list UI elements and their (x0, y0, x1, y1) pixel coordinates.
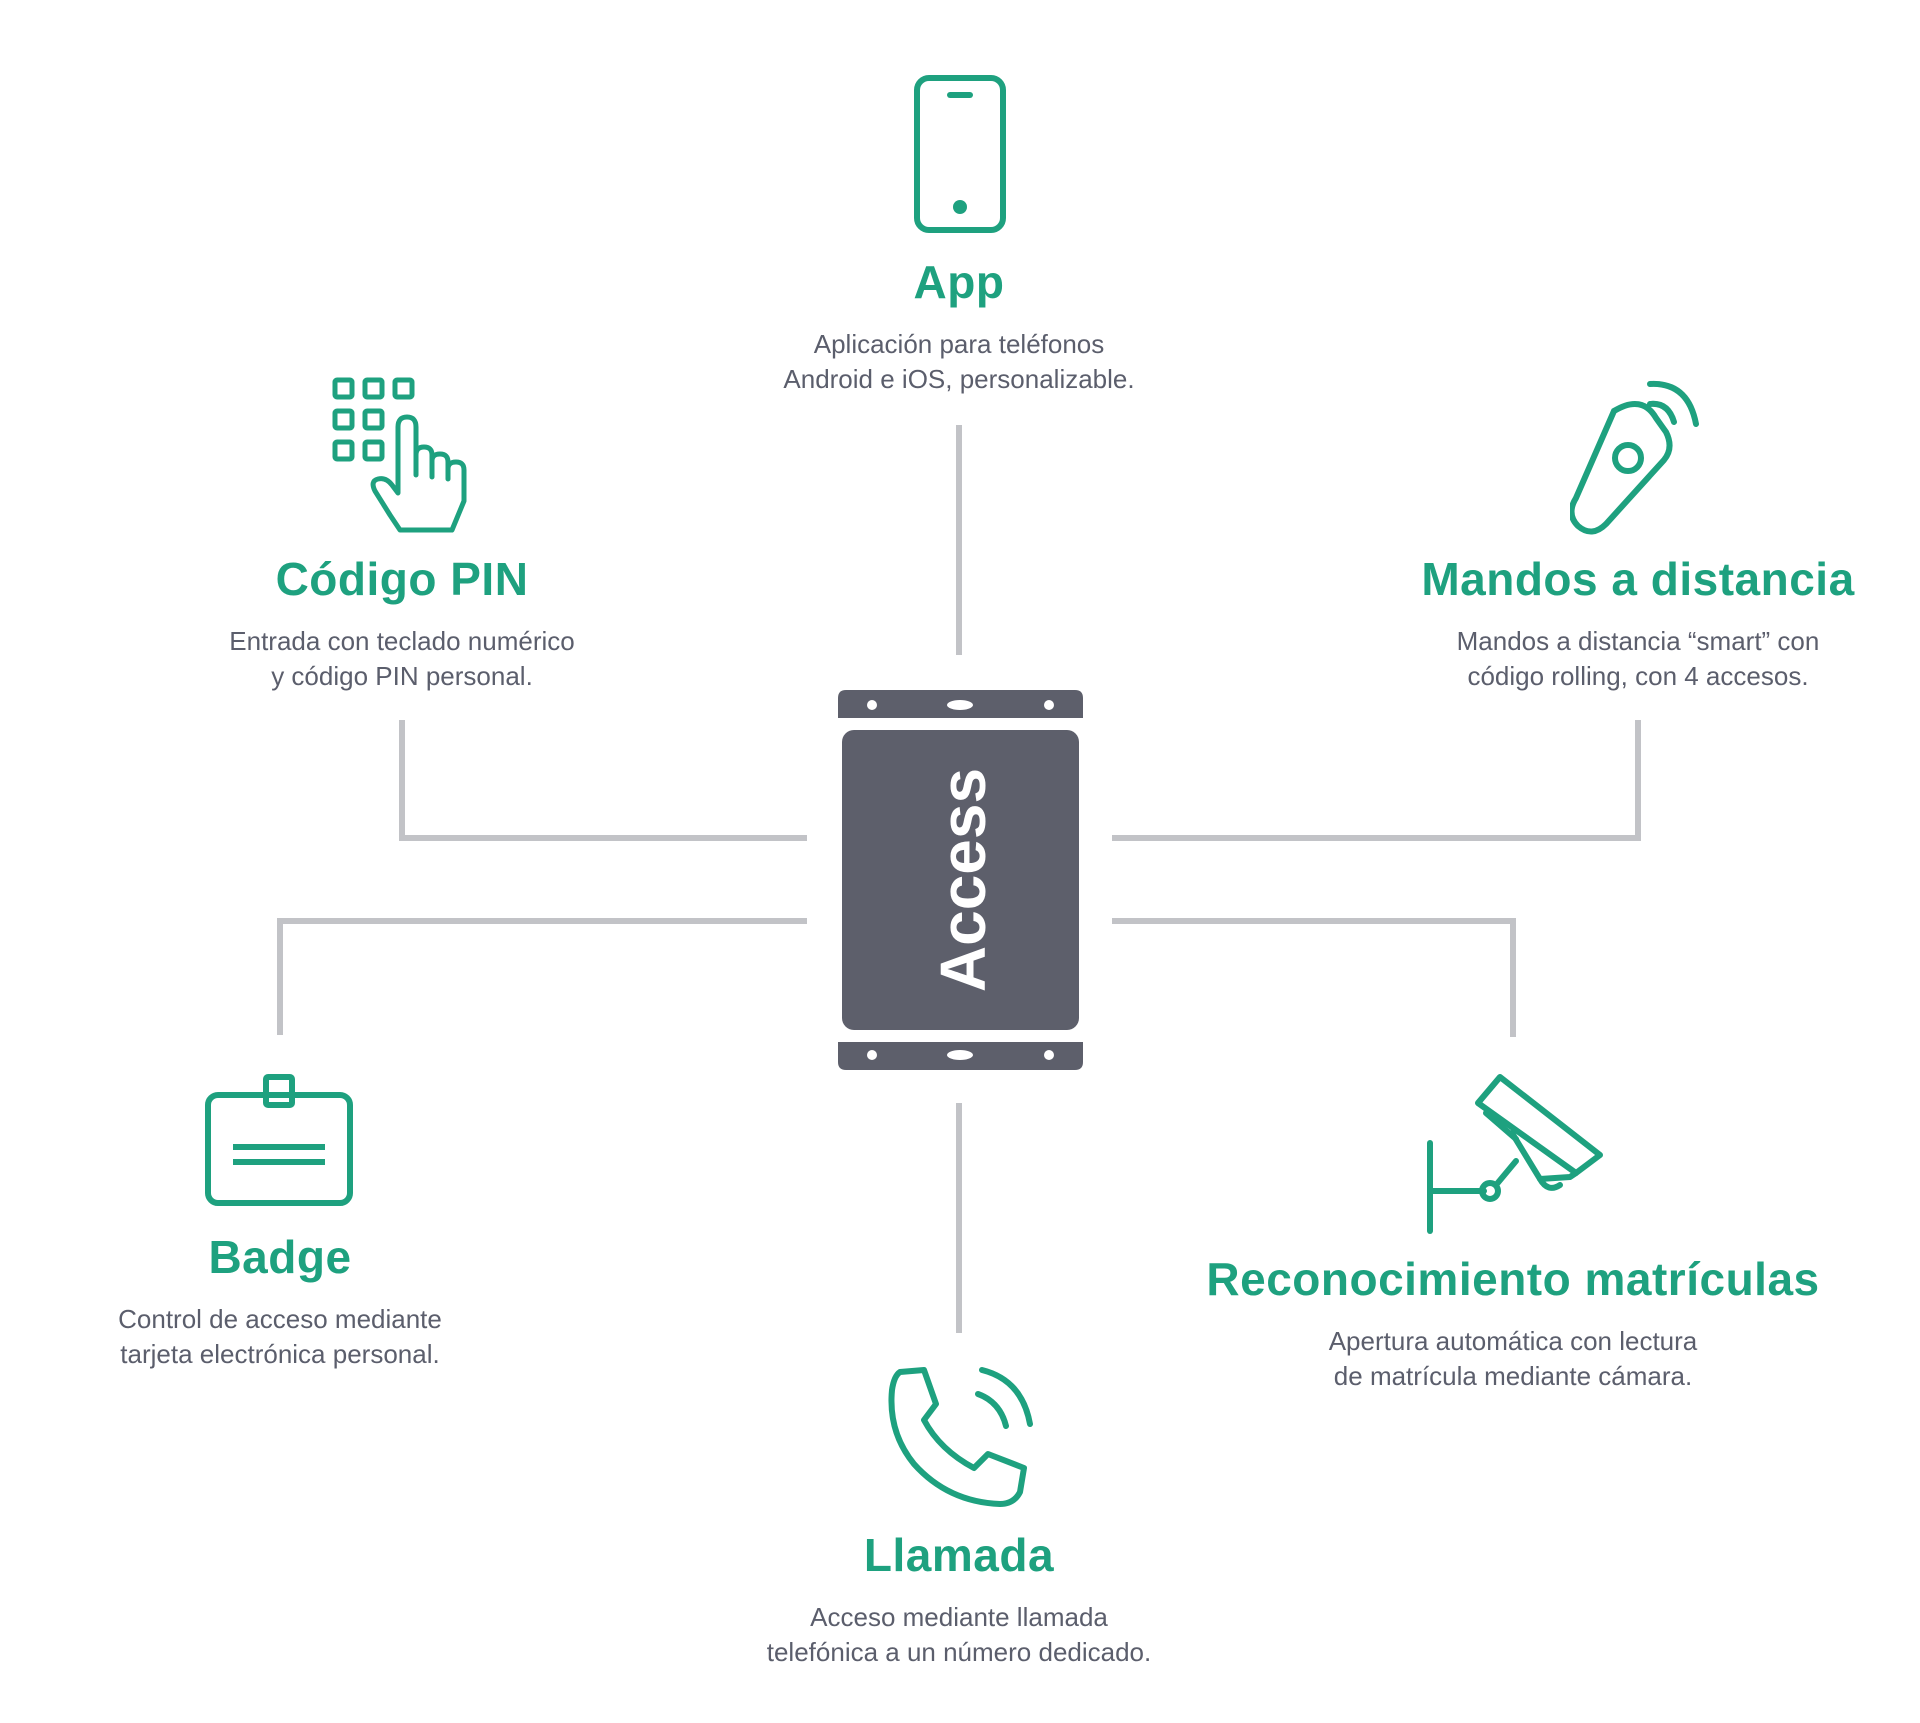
description-line-1: Apertura automática con lectura (1328, 1326, 1698, 1356)
security-camera-icon (1427, 1074, 1603, 1234)
description-line-1: Aplicación para teléfonos (813, 329, 1105, 359)
feature-title: Reconocimiento matrículas (1206, 1253, 1820, 1305)
phone-call-icon (888, 1367, 1033, 1507)
feature-title: App (913, 256, 1005, 308)
smartphone-icon (914, 75, 1006, 233)
device-label: Access (927, 768, 999, 992)
description-line-1: Mandos a distancia “smart” con (1456, 626, 1820, 656)
access-device: Access (838, 690, 1083, 1070)
badge-card-icon (205, 1074, 353, 1206)
feature-title: Badge (208, 1231, 352, 1283)
description-line-2: telefónica a un número dedicado. (766, 1637, 1152, 1667)
feature-title: Mandos a distancia (1421, 553, 1855, 605)
feature-title: Código PIN (275, 553, 529, 605)
feature-description: Apertura automática con lectura de matrí… (1163, 1324, 1863, 1394)
description-line-2: tarjeta electrónica personal. (120, 1339, 440, 1369)
connector-badge (277, 918, 807, 1035)
description-line-2: Android e iOS, personalizable. (783, 364, 1135, 394)
feature-description: Control de acceso mediante tarjeta elect… (0, 1302, 560, 1372)
feature-call: Llamada Acceso mediante llamada telefóni… (659, 1528, 1259, 1670)
keypad-hand-icon (332, 377, 467, 533)
feature-title: Llamada (863, 1529, 1055, 1581)
connector-pin (399, 720, 807, 841)
feature-description: Aplicación para teléfonos Android e iOS,… (659, 327, 1259, 397)
description-line-1: Acceso mediante llamada (810, 1602, 1108, 1632)
feature-plate: Reconocimiento matrículas Apertura autom… (1163, 1252, 1863, 1394)
connector-plate (1112, 918, 1516, 1037)
description-line-1: Entrada con teclado numérico (229, 626, 575, 656)
feature-badge: Badge Control de acceso mediante tarjeta… (0, 1230, 560, 1372)
feature-description: Entrada con teclado numérico y código PI… (102, 624, 702, 694)
feature-description: Mandos a distancia “smart” con código ro… (1338, 624, 1920, 694)
feature-description: Acceso mediante llamada telefónica a un … (659, 1600, 1259, 1670)
remote-control-icon (1570, 380, 1699, 535)
description-line-2: de matrícula mediante cámara. (1333, 1361, 1693, 1391)
description-line-2: y código PIN personal. (271, 661, 533, 691)
connector-remote (1112, 720, 1641, 841)
description-line-2: código rolling, con 4 accesos. (1467, 661, 1809, 691)
feature-pin: Código PIN Entrada con teclado numérico … (102, 552, 702, 694)
feature-app: App Aplicación para teléfonos Android e … (659, 255, 1259, 397)
feature-remote: Mandos a distancia Mandos a distancia “s… (1338, 552, 1920, 694)
description-line-1: Control de acceso mediante (118, 1304, 442, 1334)
